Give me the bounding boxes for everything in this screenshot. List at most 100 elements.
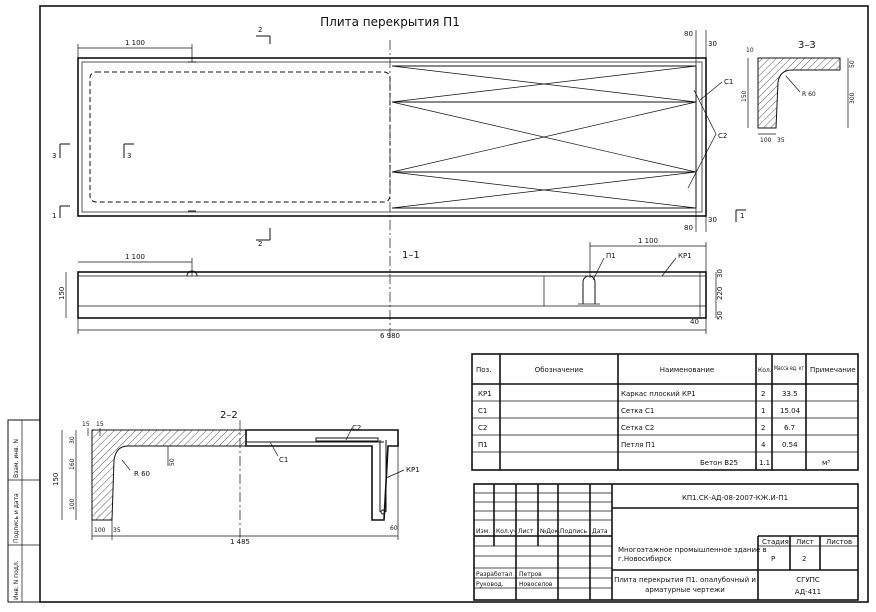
spec-row-3-name: Петля П1: [621, 441, 655, 449]
spec-header-qty: Кол.: [758, 367, 772, 374]
plan-view: 1 100 80 30 30 80 С1 С2 2 2 3 3 1: [52, 26, 746, 340]
spec-row-1-qty: 1: [761, 407, 765, 415]
spec-row-3-mass: 0.54: [782, 441, 798, 449]
spec-row-2-pos: С2: [478, 424, 487, 432]
spec-row-0-name: Каркас плоский КР1: [621, 390, 696, 398]
stamp-sheet-header: Лист: [796, 538, 814, 546]
spec-table: Поз. Обозначение Наименование Кол. Масса…: [471, 353, 859, 471]
section-1-1-dim-150: 150: [58, 287, 66, 300]
section-3-3: 3–3 100 35 150 50 300 10 R 60: [741, 40, 856, 144]
section-1-1-length: 6 980: [380, 332, 400, 340]
section-1-1-dim-1100-left: 1 100: [125, 253, 145, 261]
plan-cut-1-left: 1: [52, 212, 56, 220]
section-3-3-dim-50: 50: [849, 60, 856, 68]
spec-row-2-name: Сетка С2: [621, 424, 654, 432]
sheet-frame: [39, 5, 869, 603]
sidebar-field-1: Взам. инв. N: [13, 439, 20, 478]
section-2-2-dim-60: 60: [390, 525, 398, 532]
section-1-1-dim-40: 40: [690, 318, 699, 326]
spec-header-note: Примечание: [810, 366, 856, 374]
stamp-dev-label: Разработал: [476, 571, 513, 578]
section-3-3-dim-150: 150: [741, 90, 748, 102]
section-1-1-dim-1100-right: 1 100: [638, 237, 658, 245]
spec-row-0-pos: КР1: [478, 390, 492, 398]
section-2-2-dim-30: 30: [69, 436, 76, 444]
spec-header-designation: Обозначение: [535, 366, 584, 374]
section-2-2-dim-50: 50: [169, 458, 176, 466]
stamp-col-podp: Подпись: [560, 528, 587, 535]
section-1-1-dim-50: 50: [716, 311, 724, 320]
plan-dim-1100: 1 100: [125, 39, 145, 47]
stamp-col-kol: Кол.уч: [496, 528, 517, 535]
spec-concrete-qty: 1.1: [759, 459, 770, 467]
section-2-2-title: 2–2: [220, 410, 238, 421]
plan-cut-2-top: 2: [258, 26, 262, 34]
plan-dim-80-top: 80: [684, 30, 693, 38]
section-1-1-title: 1–1: [402, 250, 420, 261]
stamp-col-ndok: №Док.: [540, 528, 560, 535]
stamp-stage: Р: [771, 555, 775, 563]
section-2-2-dim-160: 160: [69, 458, 76, 470]
section-1-1-label-p1: П1: [606, 252, 616, 260]
section-2-2-width: 1 485: [230, 538, 250, 546]
section-3-3-dim-300: 300: [849, 92, 856, 104]
spec-header-pos: Поз.: [476, 366, 492, 374]
stamp-head-label: Руковод.: [476, 581, 504, 588]
section-3-3-dim-10: 10: [746, 47, 754, 54]
spec-row-0-mass: 33.5: [782, 390, 798, 398]
sidebar-frame: [7, 419, 41, 603]
section-3-3-dim-100: 100: [760, 137, 772, 144]
stamp-col-list: Лист: [518, 528, 534, 535]
plan-dim-30-bot: 30: [708, 216, 717, 224]
section-2-2-dim-150: 150: [52, 473, 60, 486]
plan-dim-30-top: 30: [708, 40, 717, 48]
spec-header-name: Наименование: [660, 366, 714, 374]
plan-cut-1-right: 1: [740, 212, 744, 220]
stamp-group: АД-411: [795, 588, 821, 596]
spec-header-mass: Масса ед. кг: [774, 365, 804, 372]
plan-dim-80-bot: 80: [684, 224, 693, 232]
section-2-2-dim-100b: 100: [94, 527, 106, 534]
section-2-2-dim-35: 35: [113, 527, 121, 534]
plan-label-c2: С2: [718, 132, 727, 140]
stamp-sheets-header: Листов: [826, 538, 852, 546]
stamp-col-izm: Изм.: [476, 528, 490, 535]
section-2-2-label-kp1: КР1: [406, 466, 420, 474]
section-3-3-radius: R 60: [802, 91, 816, 98]
spec-row-3-pos: П1: [478, 441, 488, 449]
spec-row-0-qty: 2: [761, 390, 765, 398]
section-2-2-label-c1: С1: [279, 456, 288, 464]
plan-cut-3-mid: 3: [127, 152, 131, 160]
section-3-3-title: 3–3: [798, 40, 816, 51]
spec-concrete-name: Бетон В25: [700, 459, 738, 467]
section-1-1: 1–1 П1 КР1 1 100 1 100 150 30 220 50 40 …: [58, 237, 724, 340]
drawing-title: Плита перекрытия П1: [320, 15, 460, 29]
section-2-2-label-c2: С2: [352, 424, 361, 432]
section-2-2-dim-15b: 15: [96, 421, 104, 428]
section-1-1-dim-30: 30: [716, 269, 724, 278]
plan-label-c1: С1: [724, 78, 733, 86]
spec-row-2-qty: 2: [761, 424, 765, 432]
plan-cut-2-bot: 2: [258, 240, 262, 248]
section-2-2: 2–2 С2 С1 КР1 R 60 50 150 30 160 100 15 …: [52, 410, 420, 546]
section-1-1-dim-220: 220: [716, 287, 724, 300]
spec-row-1-mass: 15.04: [780, 407, 801, 415]
spec-concrete-unit: м³: [822, 459, 830, 467]
section-2-2-radius: R 60: [134, 470, 150, 478]
stamp-head-name: Новоселов: [519, 581, 553, 588]
stamp-code: КП1.СК-АД-08-2007-КЖ.И-П1: [682, 494, 788, 502]
sidebar-field-2: Подпись и дата: [13, 493, 20, 543]
spec-row-1-name: Сетка С1: [621, 407, 654, 415]
section-2-2-dim-100: 100: [69, 498, 76, 510]
plan-cut-3-left: 3: [52, 152, 56, 160]
section-3-3-dim-35: 35: [777, 137, 785, 144]
stamp-stage-header: Стадия: [762, 538, 789, 546]
spec-row-2-mass: 6.7: [784, 424, 795, 432]
stamp-dev-name: Петров: [519, 571, 542, 578]
stamp-col-data: Дата: [592, 528, 608, 535]
section-2-2-dim-15a: 15: [82, 421, 90, 428]
stamp-org: СГУПС: [796, 576, 820, 584]
